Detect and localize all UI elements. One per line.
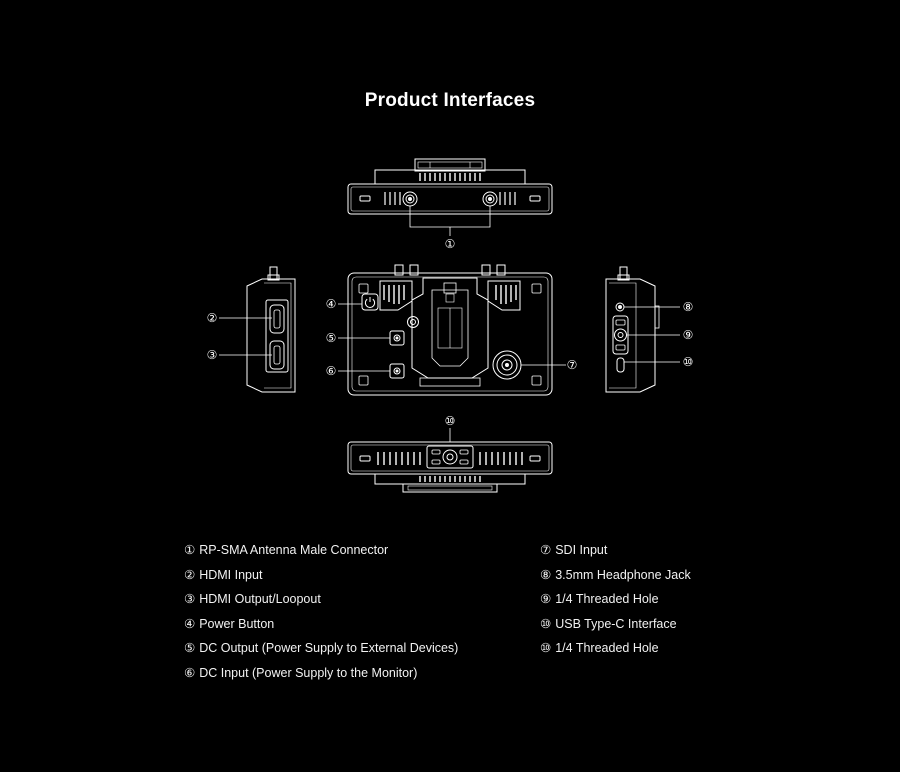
legend-number: ⑩ — [540, 640, 552, 656]
legend-label: HDMI Input — [199, 567, 263, 582]
callout-2: ② — [207, 311, 218, 325]
top-view — [347, 158, 553, 236]
callout-6: ⑥ — [326, 364, 337, 378]
callout-7: ⑦ — [567, 358, 578, 372]
legend-number: ③ — [184, 591, 196, 607]
legend-label: Power Button — [199, 616, 275, 631]
callout-3: ③ — [207, 348, 218, 362]
callout-1: ① — [445, 237, 456, 251]
legend-number: ⑦ — [540, 542, 552, 557]
legend-label: USB Type-C Interface — [555, 616, 677, 631]
threaded-hole-side — [614, 328, 627, 342]
hdmi-input-port — [269, 304, 285, 334]
legend-label: HDMI Output/Loopout — [199, 592, 321, 607]
legend-label: 3.5mm Headphone Jack — [555, 567, 691, 582]
usb-c-port — [616, 357, 625, 373]
legend-label: DC Output (Power Supply to External Devi… — [199, 641, 459, 656]
callout-9: ⑨ — [683, 328, 694, 342]
right-side-view — [605, 266, 680, 393]
legend-number: ① — [184, 542, 196, 557]
callout-10-side: ⑩ — [683, 355, 694, 369]
power-button-drawing — [361, 293, 379, 311]
callout-10-bottom: ⑩ — [445, 414, 456, 428]
callout-4: ④ — [326, 297, 337, 311]
back-view — [338, 264, 566, 396]
legend-label: 1/4 Threaded Hole — [555, 641, 659, 656]
legend-number: ⑥ — [184, 664, 196, 680]
left-side-view — [219, 266, 296, 393]
legend-label: DC Input (Power Supply to the Monitor) — [199, 665, 418, 680]
legend-number: ⑨ — [540, 591, 552, 607]
legend-number: ⑩ — [540, 615, 552, 631]
legend-number: ④ — [184, 615, 196, 631]
legend-number: ⑧ — [540, 566, 552, 582]
callout-8: ⑧ — [683, 300, 694, 314]
legend-label: RP-SMA Antenna Male Connector — [199, 543, 389, 557]
bottom-view — [347, 428, 553, 493]
legend-label: SDI Input — [555, 543, 608, 557]
threaded-hole-bottom — [442, 449, 458, 465]
page-title: Product Interfaces — [364, 90, 536, 111]
legend-number: ② — [184, 566, 196, 582]
callout-5: ⑤ — [326, 331, 337, 345]
legend-number: ⑤ — [184, 640, 196, 656]
hdmi-output-port — [269, 340, 285, 370]
legend-label: 1/4 Threaded Hole — [555, 592, 659, 607]
